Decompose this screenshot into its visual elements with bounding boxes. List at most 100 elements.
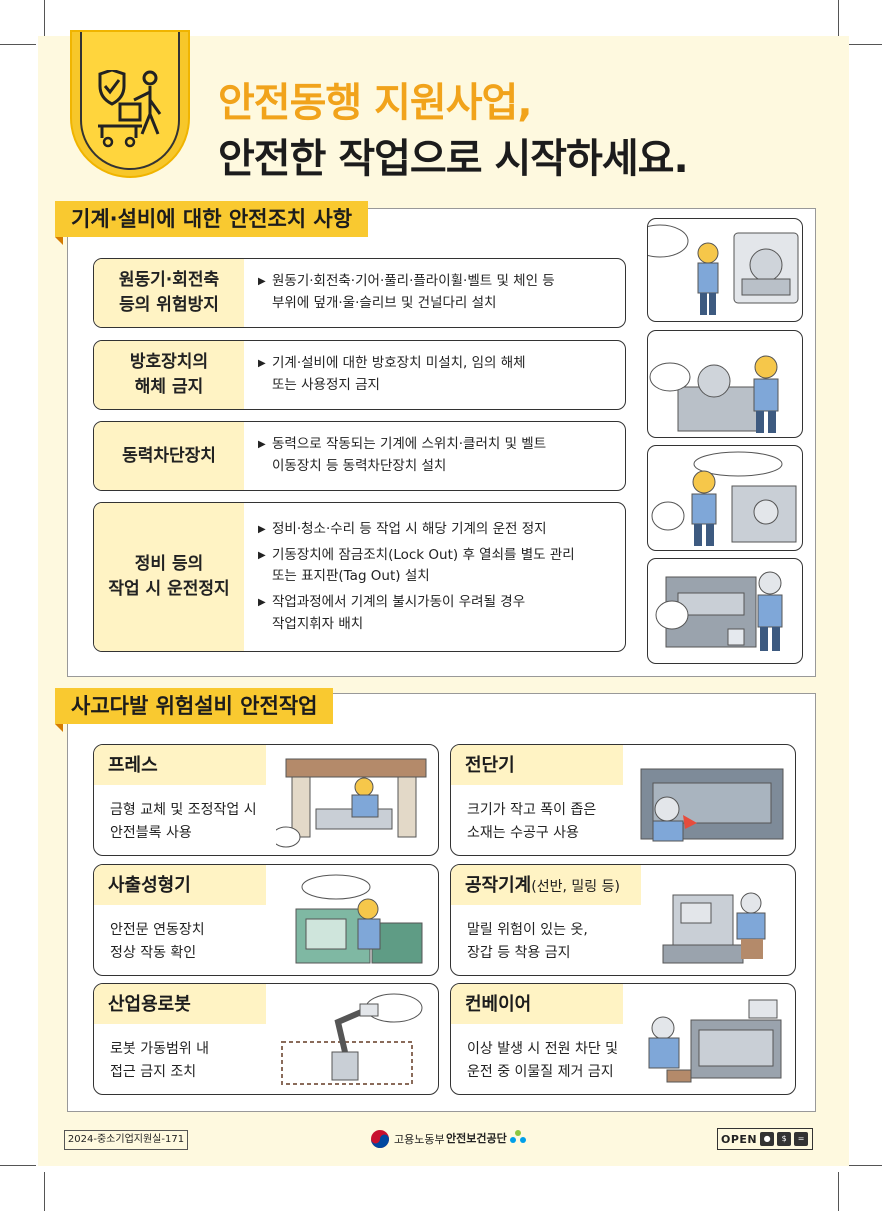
measure-bullets: ▶ 기계·설비에 대한 방호장치 미설치, 임의 해체 또는 사용정지 금지 <box>258 341 617 409</box>
card-title: 프레스 <box>94 745 266 785</box>
measure-title-text: 원동기·회전축 등의 위험방지 <box>118 270 220 315</box>
kogl-open-license: OPEN ● $ = <box>717 1128 813 1150</box>
card-title-text: 공작기계 <box>465 875 532 896</box>
bullet-arrow-icon: ▶ <box>258 358 266 370</box>
industrial-robot-illustration <box>281 993 423 1085</box>
agency-symbol-icon <box>509 1130 526 1143</box>
bullet-text: 정비·청소·수리 등 작업 시 해당 기계의 운전 정지 <box>272 520 547 537</box>
measure-row: 정비 등의 작업 시 운전정지 ▶ 정비·청소·수리 등 작업 시 해당 기계의 … <box>93 502 626 652</box>
crop-mark <box>0 1165 36 1166</box>
card-title-text: 프레스 <box>108 755 158 776</box>
ministry-name: 고용노동부 <box>394 1133 445 1146</box>
card-description: 이상 발생 시 전원 차단 및 운전 중 이물질 제거 금지 <box>467 1041 619 1081</box>
bullet-text: 동력으로 작동되는 기계에 스위치·클러치 및 벨트 이동장치 등 동력차단장치… <box>272 436 547 474</box>
bullet-arrow-icon: ▶ <box>258 439 266 451</box>
measure-row: 방호장치의 해체 금지 ▶ 기계·설비에 대한 방호장치 미설치, 임의 해체 또… <box>93 340 626 410</box>
card-title: 공작기계(선반, 밀링 등) <box>451 865 641 905</box>
card-title: 컨베이어 <box>451 984 623 1024</box>
illustration-power-cutoff <box>647 445 803 551</box>
crop-mark <box>0 44 36 45</box>
crop-mark <box>44 0 45 36</box>
shear-illustration <box>640 768 784 842</box>
worker-machine-illustration <box>655 571 783 651</box>
bullet-item: ▶ 기계·설비에 대한 방호장치 미설치, 임의 해체 또는 사용정지 금지 <box>258 353 617 396</box>
measure-title: 정비 등의 작업 시 운전정지 <box>94 503 244 651</box>
bullet-arrow-icon: ▶ <box>258 523 266 535</box>
card-title-text: 산업용로봇 <box>108 994 191 1015</box>
section-label-machine-safety: 기계·설비에 대한 안전조치 사항 <box>55 201 369 245</box>
taegeuk-icon <box>371 1130 389 1148</box>
noncommercial-icon: $ <box>777 1132 792 1146</box>
illustration-guard-install <box>647 218 803 322</box>
measure-bullets: ▶ 정비·청소·수리 등 작업 시 해당 기계의 운전 정지 ▶ 기동장치에 잠금조… <box>258 503 617 651</box>
measure-row: 동력차단장치 ▶ 동력으로 작동되는 기계에 스위치·클러치 및 벨트 이동장치 … <box>93 421 626 491</box>
title-line-2: 안전한 작업으로 시작하세요. <box>218 136 689 182</box>
measure-row: 원동기·회전축 등의 위험방지 ▶ 원동기·회전축·기어·풀리·플라이휠·벨트 및… <box>93 258 626 328</box>
badge-inner <box>80 32 180 170</box>
measure-title: 방호장치의 해체 금지 <box>94 341 244 409</box>
illustration-lockout <box>647 558 803 664</box>
worker-machine-illustration <box>648 224 799 315</box>
bullet-item: ▶ 기동장치에 잠금조치(Lock Out) 후 열쇠를 별도 관리 또는 표지판… <box>258 545 617 588</box>
section-label-hazard-equipment: 사고다발 위험설비 안전작업 <box>55 688 334 732</box>
crop-mark <box>848 1165 882 1166</box>
card-title-subtext: (선반, 밀링 등) <box>531 879 620 895</box>
crop-mark <box>44 1172 45 1211</box>
measure-title-text: 방호장치의 해체 금지 <box>129 352 209 397</box>
bullet-text: 기계·설비에 대한 방호장치 미설치, 임의 해체 또는 사용정지 금지 <box>272 355 526 393</box>
agency-logo: 안전보건공단 <box>446 1129 527 1147</box>
card-title: 전단기 <box>451 745 623 785</box>
publication-code: 2024-중소기업지원실-171 <box>64 1130 188 1150</box>
bullet-text: 기동장치에 잠금조치(Lock Out) 후 열쇠를 별도 관리 또는 표지판(… <box>272 546 575 585</box>
crop-mark <box>838 1172 839 1211</box>
safety-worker-icon <box>98 70 162 148</box>
open-license-label: OPEN <box>721 1132 758 1146</box>
card-description: 말릴 위험이 있는 옷, 장갑 등 착용 금지 <box>467 922 588 962</box>
header-badge <box>70 30 190 178</box>
equipment-card-shear: 전단기 크기가 작고 폭이 좁은 소재는 수공구 사용 <box>450 744 796 856</box>
card-description: 금형 교체 및 조정작업 시 안전블록 사용 <box>110 802 257 842</box>
bullet-arrow-icon: ▶ <box>258 276 266 288</box>
equipment-card-injection: 사출성형기 안전문 연동장치 정상 작동 확인 <box>93 864 439 976</box>
equipment-card-machine-tool: 공작기계(선반, 밀링 등) 말릴 위험이 있는 옷, 장갑 등 착용 금지 <box>450 864 796 976</box>
equipment-card-robot: 산업용로봇 로봇 가동범위 내 접근 금지 조치 <box>93 983 439 1095</box>
worker-machine-illustration <box>651 451 797 546</box>
bullet-item: ▶ 작업과정에서 기계의 불시가동이 우려될 경우 작업지휘자 배치 <box>258 592 617 635</box>
equipment-card-conveyor: 컨베이어 이상 발생 시 전원 차단 및 운전 중 이물질 제거 금지 <box>450 983 796 1095</box>
measure-title-text: 정비 등의 작업 시 운전정지 <box>108 554 230 599</box>
measure-title: 동력차단장치 <box>94 422 244 490</box>
illustration-no-removal <box>647 330 803 438</box>
agency-name: 안전보건공단 <box>446 1132 507 1145</box>
noderivs-icon: = <box>794 1132 809 1146</box>
title-line-1: 안전동행 지원사업, <box>218 80 533 126</box>
injection-molding-illustration <box>295 874 423 964</box>
measure-bullets: ▶ 원동기·회전축·기어·풀리·플라이휠·벨트 및 체인 등 부위에 덮개·울·슬… <box>258 259 617 327</box>
bullet-item: ▶ 원동기·회전축·기어·풀리·플라이휠·벨트 및 체인 등 부위에 덮개·울·슬… <box>258 271 617 314</box>
card-description: 크기가 작고 폭이 좁은 소재는 수공구 사용 <box>467 802 597 842</box>
card-title: 산업용로봇 <box>94 984 266 1024</box>
card-title-text: 전단기 <box>465 755 515 776</box>
card-description: 로봇 가동범위 내 접근 금지 조치 <box>110 1041 210 1081</box>
card-title-text: 컨베이어 <box>465 994 532 1015</box>
bullet-arrow-icon: ▶ <box>258 549 266 561</box>
bullet-item: ▶ 정비·청소·수리 등 작업 시 해당 기계의 운전 정지 <box>258 519 617 541</box>
crop-mark <box>848 44 882 45</box>
worker-machine-illustration <box>649 355 779 433</box>
crop-mark <box>838 0 839 36</box>
press-illustration <box>276 758 427 848</box>
card-title-text: 사출성형기 <box>108 875 191 896</box>
measure-title: 원동기·회전축 등의 위험방지 <box>94 259 244 327</box>
lathe-illustration <box>662 892 766 964</box>
bullet-item: ▶ 동력으로 작동되는 기계에 스위치·클러치 및 벨트 이동장치 등 동력차단장… <box>258 434 617 477</box>
card-title: 사출성형기 <box>94 865 266 905</box>
conveyor-illustration <box>648 999 782 1083</box>
attribution-icon: ● <box>760 1132 775 1146</box>
bullet-text: 원동기·회전축·기어·풀리·플라이휠·벨트 및 체인 등 부위에 덮개·울·슬리… <box>272 273 555 311</box>
bullet-arrow-icon: ▶ <box>258 597 266 608</box>
measure-title-text: 동력차단장치 <box>122 445 216 466</box>
equipment-card-press: 프레스 금형 교체 및 조정작업 시 안전블록 사용 <box>93 744 439 856</box>
bullet-text: 작업과정에서 기계의 불시가동이 우려될 경우 작업지휘자 배치 <box>272 594 526 632</box>
measure-bullets: ▶ 동력으로 작동되는 기계에 스위치·클러치 및 벨트 이동장치 등 동력차단장… <box>258 422 617 490</box>
ministry-logo: 고용노동부 <box>370 1129 445 1149</box>
card-description: 안전문 연동장치 정상 작동 확인 <box>110 922 205 962</box>
